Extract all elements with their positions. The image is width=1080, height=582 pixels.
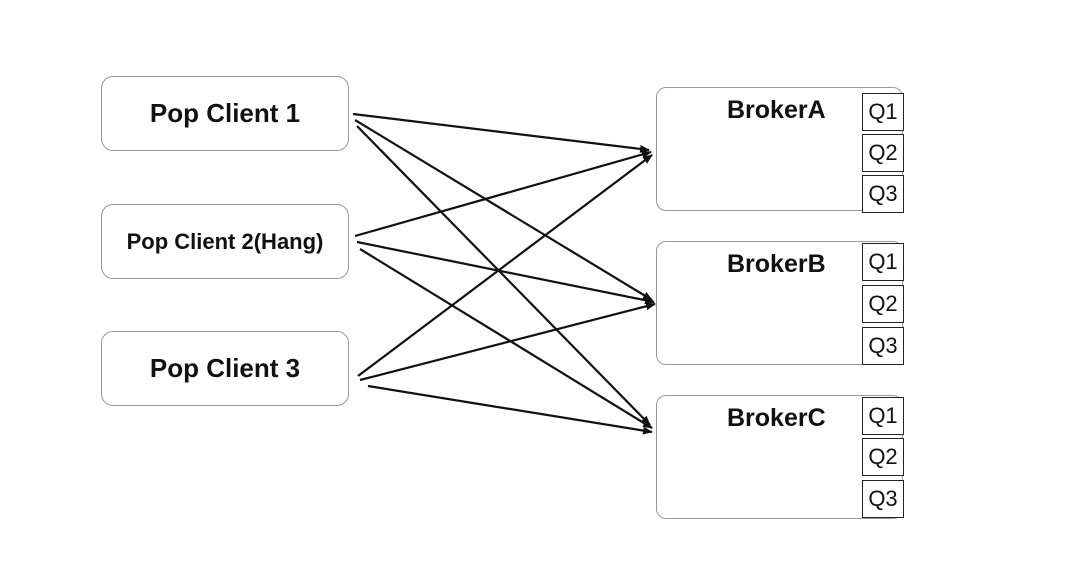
edge-c1-to-bC (356, 125, 651, 426)
broker-c-label: BrokerC (727, 404, 826, 432)
broker-c-queue-3: Q3 (862, 480, 904, 518)
broker-c-queue-1: Q1 (862, 397, 904, 435)
queue-label: Q1 (868, 249, 898, 274)
edge-c3-to-bB (359, 302, 656, 382)
queue-label: Q1 (868, 403, 898, 428)
edge-c1-to-bA (352, 112, 650, 153)
edge-c1-to-bB (354, 119, 653, 301)
edge-c2-to-bB (356, 240, 655, 305)
broker-a-node: BrokerA Q1 Q2 Q3 (656, 87, 904, 213)
pop-client-3-label: Pop Client 3 (149, 353, 301, 383)
queue-label: Q3 (868, 181, 898, 206)
pop-client-3-node: Pop Client 3 (101, 331, 349, 406)
edge-c3-to-bC (367, 384, 653, 435)
queue-label: Q2 (868, 140, 898, 165)
queue-label: Q2 (868, 291, 898, 316)
pop-client-2-label: Pop Client 2(Hang) (126, 228, 324, 254)
queue-label: Q3 (868, 486, 898, 511)
pop-client-1-node: Pop Client 1 (101, 76, 349, 151)
broker-c-queue-2: Q2 (862, 438, 904, 476)
broker-c-node: BrokerC Q1 Q2 Q3 (656, 395, 904, 519)
broker-a-label: BrokerA (727, 96, 826, 124)
queue-label: Q3 (868, 333, 898, 358)
queue-label: Q1 (868, 99, 898, 124)
queue-label: Q2 (868, 444, 898, 469)
broker-a-queue-3: Q3 (862, 175, 904, 213)
broker-b-queue-1: Q1 (862, 243, 904, 281)
edge-c3-to-bA (357, 154, 653, 377)
edge-c2-to-bC (359, 248, 653, 429)
pop-client-1-label: Pop Client 1 (149, 98, 301, 128)
edge-c2-to-bA (354, 150, 652, 238)
pop-client-2-node: Pop Client 2(Hang) (101, 204, 349, 279)
broker-a-queue-1: Q1 (862, 93, 904, 131)
edges-group (352, 112, 656, 435)
broker-b-queue-3: Q3 (862, 327, 904, 365)
broker-b-label: BrokerB (727, 250, 826, 278)
broker-b-node: BrokerB Q1 Q2 Q3 (656, 241, 904, 365)
broker-a-queue-2: Q2 (862, 134, 904, 172)
broker-b-queue-2: Q2 (862, 285, 904, 323)
